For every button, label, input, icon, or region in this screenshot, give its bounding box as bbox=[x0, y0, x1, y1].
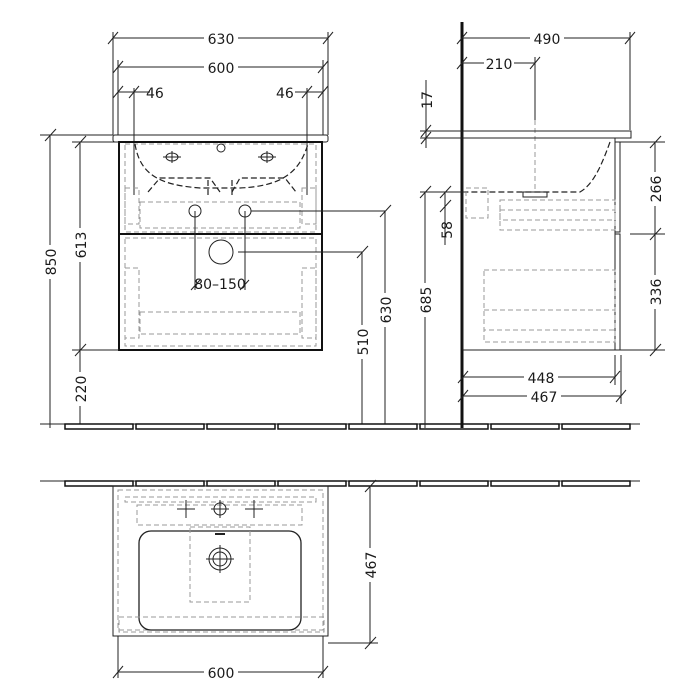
dim-top-thickness: 17 bbox=[420, 91, 436, 109]
valve-left-icon bbox=[163, 151, 181, 163]
dim-left-offset: 46 bbox=[146, 86, 164, 102]
side-view: 490 210 17 bbox=[417, 22, 665, 428]
tap-hole-icon bbox=[216, 143, 226, 153]
dim-tap-offset: 210 bbox=[486, 57, 513, 73]
dim-right-offset: 46 bbox=[276, 86, 294, 102]
basin-bowl bbox=[134, 143, 309, 189]
dim-cabinet-inner-depth: 448 bbox=[528, 371, 555, 387]
top-outline bbox=[112, 485, 329, 637]
tap-cross-right-icon bbox=[245, 500, 263, 518]
tap-cross-left-icon bbox=[177, 500, 195, 518]
top-view: 467 600 bbox=[40, 479, 640, 682]
floor-line bbox=[40, 423, 640, 430]
dim-pipe-spacing: 80–150 bbox=[194, 277, 246, 293]
dim-floor-gap: 220 bbox=[74, 376, 90, 403]
dim-cabinet-outer-depth: 467 bbox=[531, 390, 558, 406]
washbasin-top bbox=[112, 134, 329, 143]
valve-right-icon bbox=[258, 151, 276, 163]
dim-top-depth: 490 bbox=[534, 32, 561, 48]
dim-lower-drawer: 336 bbox=[649, 279, 665, 306]
dim-total-height: 850 bbox=[44, 249, 60, 276]
dim-drain-height: 510 bbox=[356, 329, 372, 356]
dim-top-depth: 467 bbox=[364, 552, 380, 579]
basin-outline bbox=[138, 530, 302, 631]
dim-inlet-height: 630 bbox=[379, 297, 395, 324]
dim-cabinet-height: 613 bbox=[74, 232, 90, 259]
dim-overall-width: 630 bbox=[208, 32, 235, 48]
dim-upper-drawer: 266 bbox=[649, 176, 665, 203]
dim-wall-height: 685 bbox=[419, 287, 435, 314]
drain-hole-icon bbox=[208, 239, 234, 265]
dim-siphon-gap: 58 bbox=[440, 221, 456, 239]
front-view: 630 600 46 46 bbox=[40, 30, 395, 428]
cabinet-front bbox=[118, 141, 323, 351]
dim-top-width: 600 bbox=[208, 666, 235, 682]
drain-icon bbox=[206, 545, 234, 573]
dim-cabinet-width: 600 bbox=[208, 61, 235, 77]
side-top bbox=[462, 130, 632, 139]
